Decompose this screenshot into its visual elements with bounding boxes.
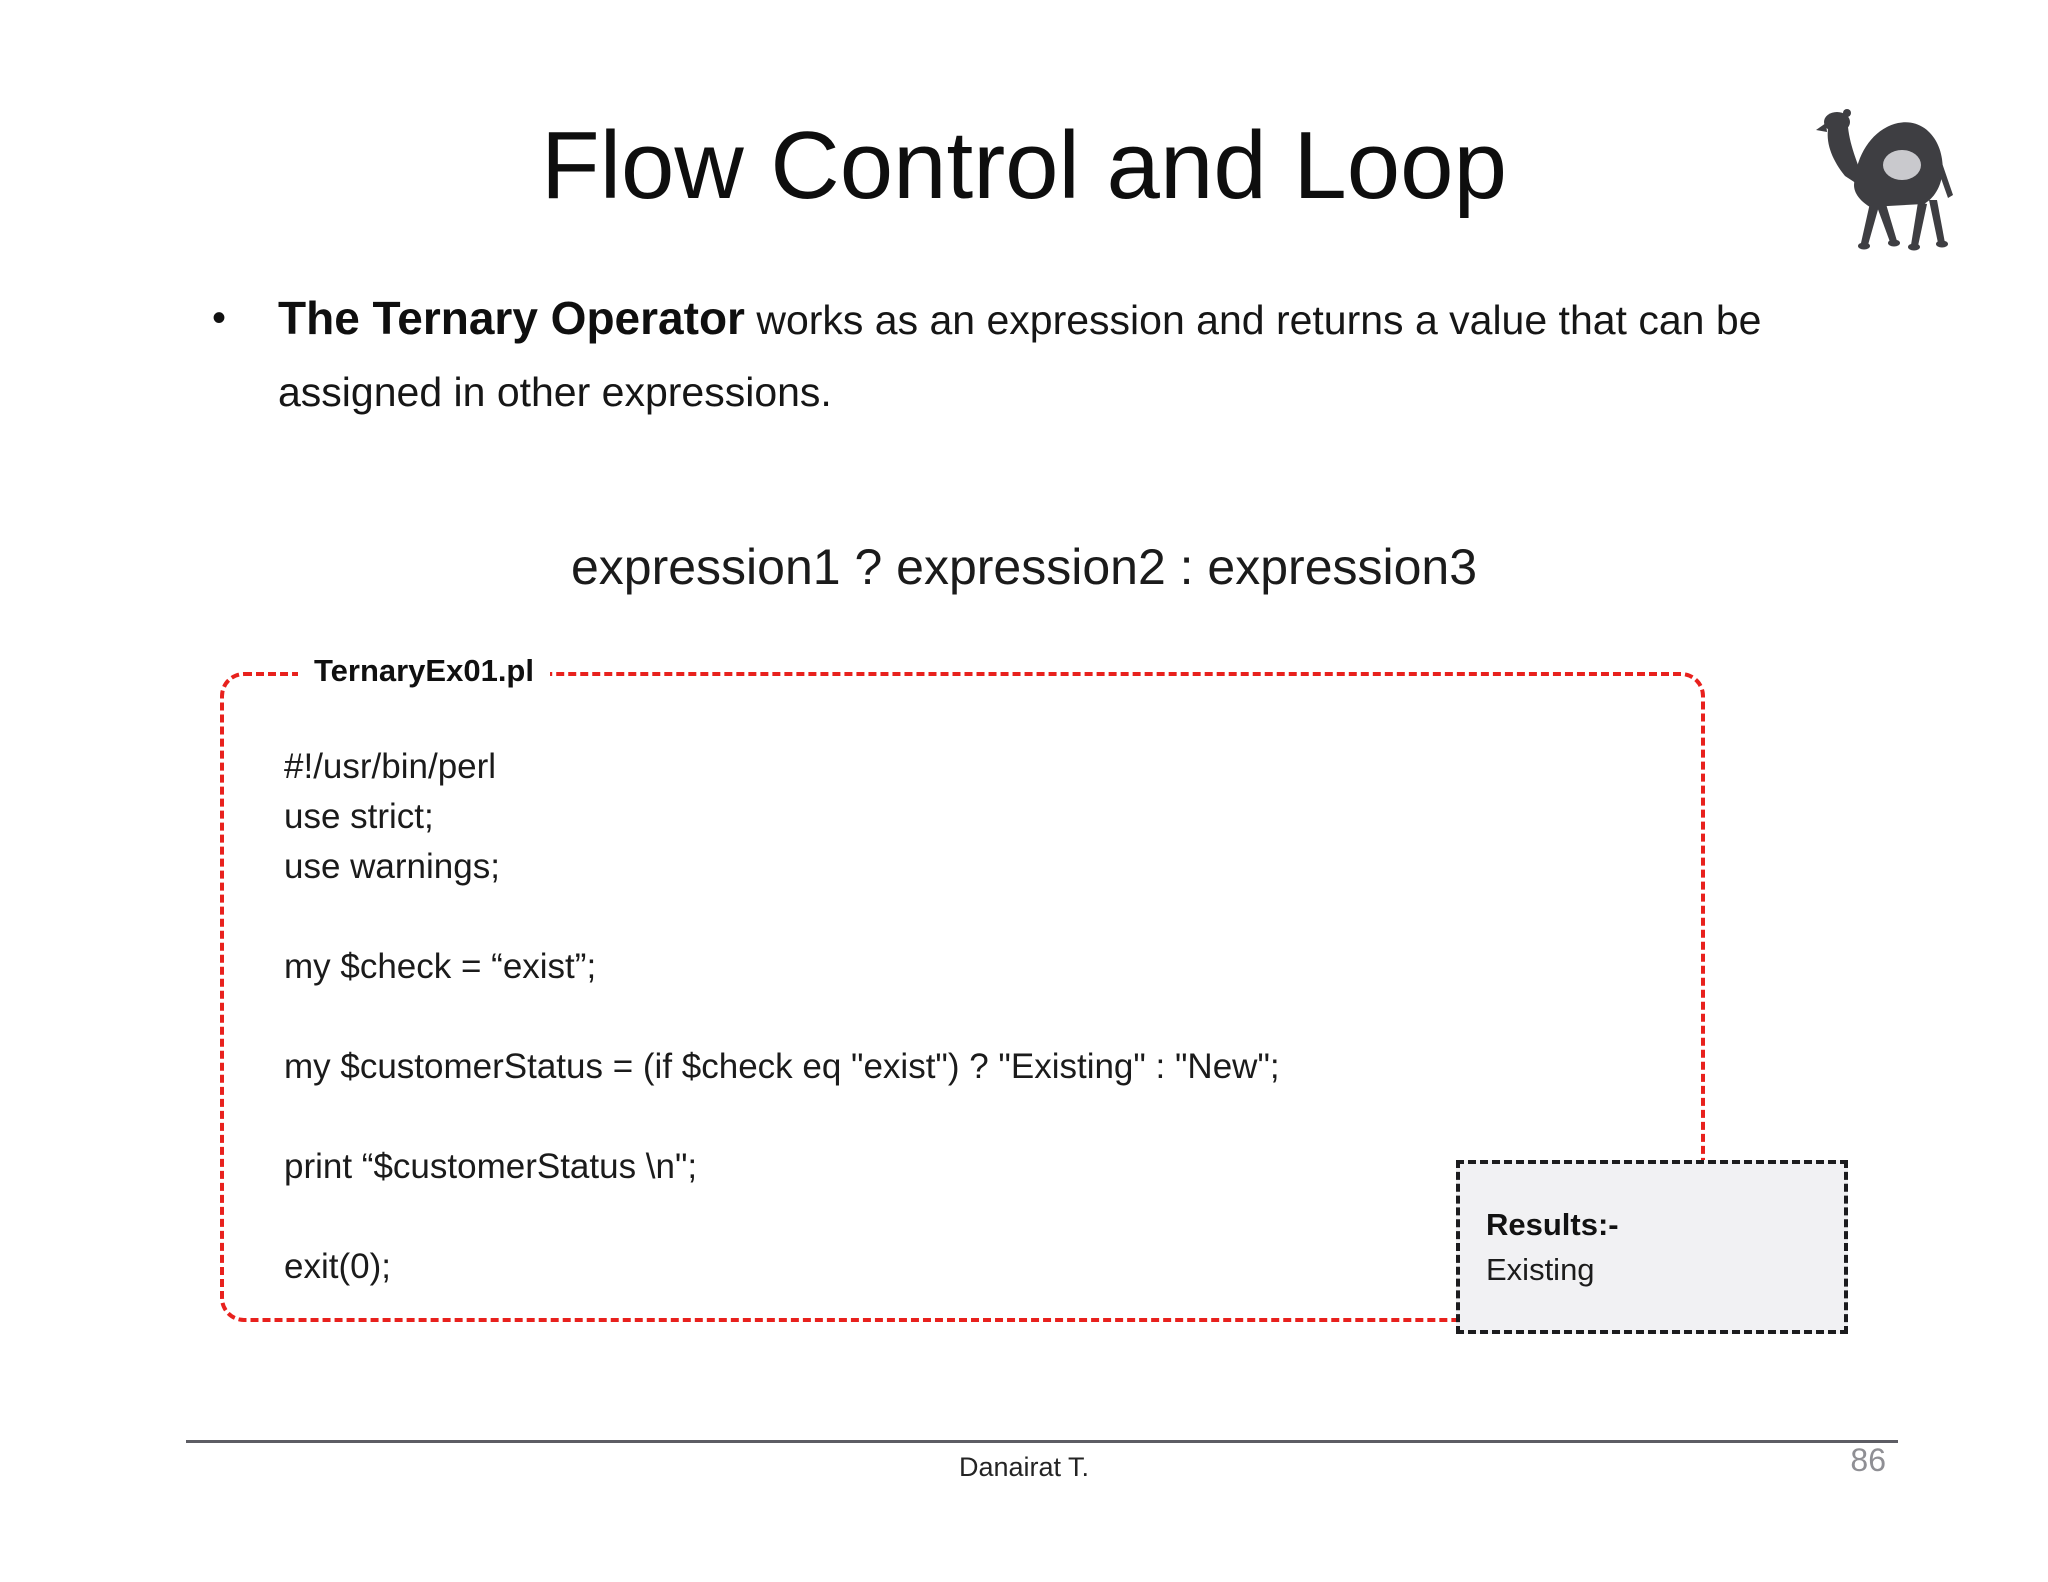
code-box (220, 672, 1705, 1322)
page-number: 86 (1850, 1442, 1886, 1478)
footer-divider (186, 1440, 1898, 1443)
results-box: Results:- Existing (1456, 1160, 1848, 1334)
code-line (284, 1092, 1280, 1142)
perl-camel-icon (1814, 102, 1966, 254)
bullet-item: • The Ternary Operator works as an expre… (212, 282, 1852, 428)
code-line (284, 892, 1280, 942)
code-line: my $customerStatus = (if $check eq "exis… (284, 1047, 1280, 1086)
code-listing: #!/usr/bin/perl use strict; use warnings; m… (284, 742, 1280, 1292)
bullet-marker: • (212, 296, 227, 340)
bullet-rest: works as an expression and returns a val… (278, 297, 1762, 415)
results-value: Existing (1486, 1252, 1595, 1287)
page-title: Flow Control and Loop (541, 112, 1507, 219)
code-line (284, 992, 1280, 1042)
bullet-text: The Ternary Operator works as an express… (278, 282, 1852, 428)
ternary-syntax-line: expression1 ? expression2 : expression3 (570, 539, 1478, 595)
code-line: exit(0); (284, 1247, 391, 1286)
footer-author: Danairat T. (958, 1452, 1090, 1482)
code-line: use strict; (284, 797, 434, 836)
code-line (284, 1192, 1280, 1242)
code-line: my $check = “exist”; (284, 947, 597, 986)
bullet-lead: The Ternary Operator (278, 292, 745, 344)
code-line: #!/usr/bin/perl (284, 747, 497, 786)
code-line: print “$customerStatus \n"; (284, 1147, 698, 1186)
results-label: Results:- (1486, 1207, 1619, 1242)
code-line: use warnings; (284, 847, 500, 886)
code-box-filename: TernaryEx01.pl (298, 650, 550, 692)
